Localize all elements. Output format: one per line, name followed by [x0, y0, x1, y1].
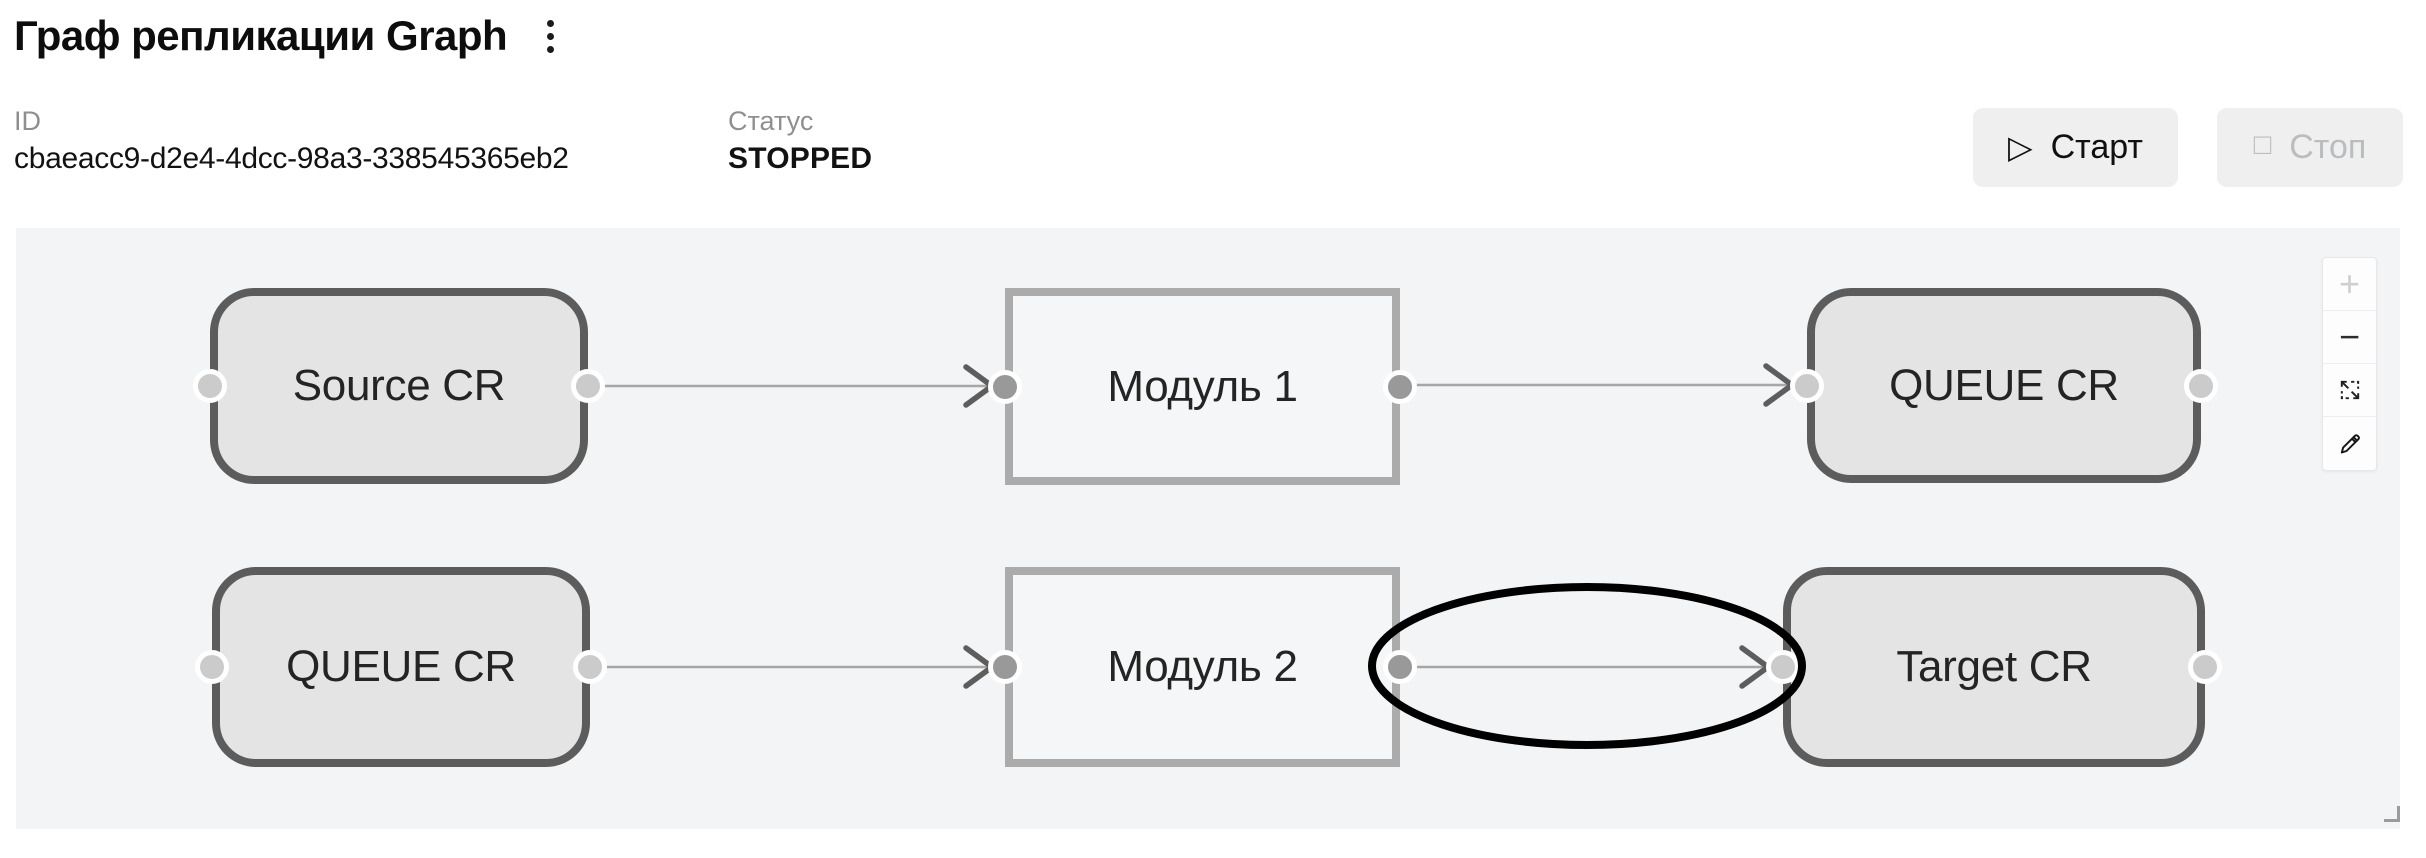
kebab-menu-icon[interactable] [543, 16, 558, 57]
fit-view-icon [2340, 380, 2359, 400]
node-label: Source CR [292, 361, 506, 410]
port-left[interactable] [195, 650, 229, 684]
node-queue-cr-bottom[interactable]: QUEUE CR [195, 567, 607, 767]
node-label: Target CR [1896, 642, 2092, 691]
port-left[interactable] [988, 369, 1022, 404]
canvas-resize-handle[interactable] [2384, 806, 2400, 822]
edge-module1-queue[interactable] [1400, 363, 1795, 407]
start-button-label: Старт [2050, 128, 2143, 166]
header: Граф репликации Graph [14, 12, 558, 60]
play-outline-icon: ▷ [2008, 128, 2033, 165]
port-right[interactable] [1383, 369, 1417, 404]
canvas-controls-panel: + − [2322, 257, 2377, 471]
stop-button[interactable]: □ Стоп [2217, 108, 2403, 187]
node-label: QUEUE CR [1889, 360, 2119, 410]
port-right[interactable] [2188, 650, 2222, 684]
node-module-2[interactable]: Модуль 2 [988, 567, 1417, 767]
edge-module2-target[interactable] [1400, 645, 1771, 689]
port-right[interactable] [1383, 650, 1417, 684]
plus-icon: + [2338, 263, 2361, 304]
port-left[interactable] [988, 650, 1022, 684]
kebab-dot [547, 19, 555, 27]
graph-canvas[interactable]: Source CR Модуль 1 QUEUE CR QUEUE CR Мод… [16, 228, 2400, 829]
kebab-dot [547, 45, 555, 53]
node-source-cr[interactable]: Source CR [193, 288, 605, 484]
id-value: cbaeacc9-d2e4-4dcc-98a3-338545365eb2 [14, 142, 569, 176]
port-left[interactable] [1766, 650, 1800, 684]
graph-id-block: ID cbaeacc9-d2e4-4dcc-98a3-338545365eb2 [14, 104, 569, 180]
zoom-out-button[interactable]: − [2323, 311, 2376, 364]
fit-view-button[interactable] [2323, 364, 2376, 417]
zoom-in-button[interactable]: + [2323, 258, 2376, 311]
node-module-1[interactable]: Модуль 1 [988, 288, 1417, 485]
graph-status-block: Статус STOPPED [728, 104, 872, 180]
port-right[interactable] [2184, 368, 2218, 403]
edge-source-module1[interactable] [588, 364, 995, 408]
node-queue-cr-top[interactable]: QUEUE CR [1790, 288, 2218, 483]
kebab-dot [547, 32, 555, 40]
stop-square-outline-icon: □ [2253, 129, 2272, 161]
port-right[interactable] [571, 369, 605, 403]
node-label: Модуль 2 [1107, 642, 1298, 691]
page-title: Граф репликации Graph [14, 12, 508, 59]
port-left[interactable] [193, 369, 227, 403]
stop-button-label: Стоп [2289, 128, 2367, 166]
status-value: STOPPED [728, 142, 873, 176]
minus-icon: − [2338, 316, 2361, 357]
node-label: Модуль 1 [1107, 361, 1298, 411]
pencil-icon [2340, 434, 2360, 454]
node-label: QUEUE CR [286, 642, 516, 691]
id-label: ID [14, 106, 41, 136]
port-right[interactable] [573, 650, 607, 684]
start-button[interactable]: ▷ Старт [1973, 108, 2178, 187]
port-left[interactable] [1790, 368, 1824, 403]
status-label: Статус [728, 106, 814, 136]
edge-queue-module2[interactable] [590, 645, 995, 689]
edit-button[interactable] [2323, 417, 2376, 470]
node-target-cr[interactable]: Target CR [1766, 567, 2222, 767]
